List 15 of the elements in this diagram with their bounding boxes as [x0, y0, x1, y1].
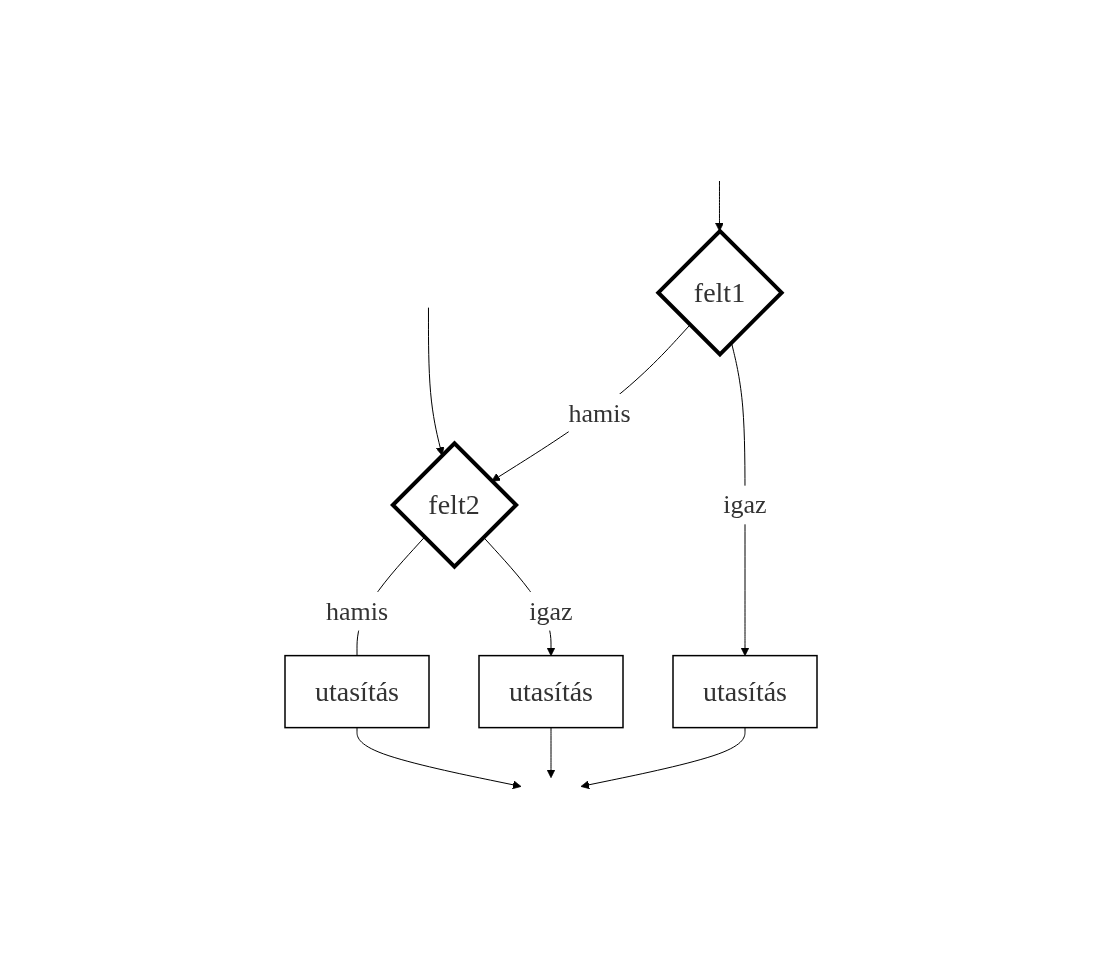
node-diamond: felt2: [389, 440, 519, 570]
arrow: [714, 180, 724, 232]
node-box: utasítás: [283, 655, 430, 729]
arrow: [580, 727, 745, 790]
arrow: [356, 727, 521, 790]
arrow: [546, 727, 555, 779]
edge-label: hamis: [567, 398, 631, 428]
arrow: [427, 307, 444, 456]
node-box: utasítás: [477, 655, 624, 729]
node-box: utasítás: [671, 655, 818, 729]
arrow: [490, 324, 691, 482]
edge-label: igaz: [528, 596, 573, 626]
edge-label: hamis: [325, 596, 388, 626]
edge-label: igaz: [722, 490, 767, 520]
node-diamond: felt1: [655, 228, 784, 358]
